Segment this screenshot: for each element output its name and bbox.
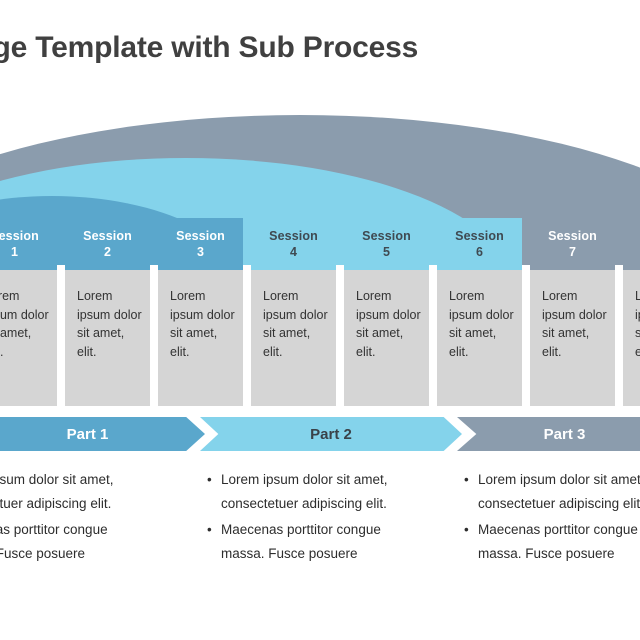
session-header-1: Session 1 bbox=[0, 218, 57, 270]
bullet-item: • Maecenas porttitor congue massa. Fusce p… bbox=[462, 518, 640, 566]
session-number: 8 bbox=[623, 244, 640, 260]
session-label: Session bbox=[548, 229, 597, 243]
session-body-2: Lorem ipsum dolor sit amet, elit. bbox=[65, 270, 150, 406]
session-body-1: Lorem ipsum dolor sit amet, elit. bbox=[0, 270, 57, 406]
session-number: 2 bbox=[103, 245, 112, 259]
part-chevron-band: Part 1 Part 2 Part 3 bbox=[0, 417, 640, 451]
session-label: Session bbox=[83, 229, 132, 243]
session-body-6: Lorem ipsum dolor sit amet, elit. bbox=[437, 270, 522, 406]
bullet-line-1: Lorem ipsum dolor sit amet, bbox=[221, 472, 388, 487]
bullet-list: • Lorem ipsum dolor sit amet, consectetuer… bbox=[462, 468, 640, 566]
session-number: 7 bbox=[568, 245, 577, 259]
bullet-line-2: consectetuer adipiscing elit. bbox=[221, 496, 387, 511]
bullet-line-2: sa. Fusce posuere bbox=[0, 546, 86, 561]
part-chevron-2[interactable]: Part 2 bbox=[200, 417, 462, 451]
bullet-dot-icon: • bbox=[464, 472, 469, 487]
session-header-3: Session 3 bbox=[158, 218, 243, 270]
bullet-line-2: ectetuer adipiscing elit. bbox=[0, 496, 112, 511]
part-label: Part 2 bbox=[310, 425, 352, 443]
session-number: 1 bbox=[10, 245, 19, 259]
bullet-dot-icon: • bbox=[207, 472, 212, 487]
session-column-8[interactable]: Session8Lorem ipsum dolor sit amet, elit… bbox=[623, 218, 640, 406]
part-label: Part 1 bbox=[66, 425, 109, 443]
bullet-item: • Lorem ipsum dolor sit amet, consectetuer… bbox=[205, 468, 420, 516]
session-label: Session bbox=[362, 229, 411, 243]
bullet-list: m ipsum dolor sit amet, ectetuer adipisci… bbox=[0, 468, 173, 566]
bullet-item: • Maecenas porttitor congue massa. Fusce p… bbox=[205, 518, 420, 566]
part-chevron-3[interactable]: Part 3 bbox=[457, 417, 640, 451]
session-number: 3 bbox=[196, 245, 205, 259]
bullet-line-1: m ipsum dolor sit amet, bbox=[0, 472, 114, 487]
session-number: 4 bbox=[289, 245, 298, 259]
bullet-dot-icon: • bbox=[207, 522, 212, 537]
session-number: 6 bbox=[475, 245, 484, 259]
part-label: Part 3 bbox=[543, 425, 586, 443]
bullet-line-2: massa. Fusce posuere bbox=[221, 546, 358, 561]
bullet-line-2: massa. Fusce posuere bbox=[478, 546, 615, 561]
part-chevron-1[interactable]: Part 1 bbox=[0, 417, 205, 451]
bullet-line-2: consectetuer adipiscing elit. bbox=[478, 496, 640, 511]
session-header-7: Session 7 bbox=[530, 218, 615, 270]
bullet-line-1: Lorem ipsum dolor sit amet, bbox=[478, 472, 640, 487]
bullet-item: cenas porttitor congue sa. Fusce posuere bbox=[0, 518, 173, 566]
bullet-column-1: m ipsum dolor sit amet, ectetuer adipisci… bbox=[0, 468, 173, 568]
session-body-7: Lorem ipsum dolor sit amet, elit. bbox=[530, 270, 615, 406]
session-header-8: Session8 bbox=[623, 218, 640, 270]
bullet-column-3: • Lorem ipsum dolor sit amet, consectetuer… bbox=[462, 468, 640, 568]
bullet-column-2: • Lorem ipsum dolor sit amet, consectetuer… bbox=[205, 468, 420, 568]
session-label: Session bbox=[0, 229, 39, 243]
session-body-8: Lorem ipsum dolor sit amet, elit. bbox=[623, 270, 640, 406]
session-number: 5 bbox=[382, 245, 391, 259]
bullet-dot-icon: • bbox=[464, 522, 469, 537]
bullet-line-1: Maecenas porttitor congue bbox=[478, 522, 638, 537]
session-label: Session bbox=[176, 229, 225, 243]
bullet-list: • Lorem ipsum dolor sit amet, consectetuer… bbox=[205, 468, 420, 566]
session-label: Session bbox=[269, 229, 318, 243]
page-title: age Template with Sub Process bbox=[0, 31, 419, 64]
bullet-line-1: cenas porttitor congue bbox=[0, 522, 108, 537]
session-header-6: Session 6 bbox=[437, 218, 522, 270]
bullet-line-1: Maecenas porttitor congue bbox=[221, 522, 381, 537]
session-body-5: Lorem ipsum dolor sit amet, elit. bbox=[344, 270, 429, 406]
session-body-4: Lorem ipsum dolor sit amet, elit. bbox=[251, 270, 336, 406]
session-header-4: Session 4 bbox=[251, 218, 336, 270]
session-header-2: Session 2 bbox=[65, 218, 150, 270]
session-column-1[interactable]: Session 1Lorem ipsum dolor sit amet, elit… bbox=[0, 218, 57, 406]
bullet-item: m ipsum dolor sit amet, ectetuer adipisci… bbox=[0, 468, 173, 516]
session-body-3: Lorem ipsum dolor sit amet, elit. bbox=[158, 270, 243, 406]
bullet-columns: m ipsum dolor sit amet, ectetuer adipisci… bbox=[0, 468, 640, 588]
session-label: Session bbox=[455, 229, 504, 243]
session-label: Session bbox=[623, 228, 640, 244]
session-columns: Session 1Lorem ipsum dolor sit amet, elit… bbox=[0, 218, 640, 406]
bullet-item: • Lorem ipsum dolor sit amet, consectetuer… bbox=[462, 468, 640, 516]
session-header-5: Session 5 bbox=[344, 218, 429, 270]
